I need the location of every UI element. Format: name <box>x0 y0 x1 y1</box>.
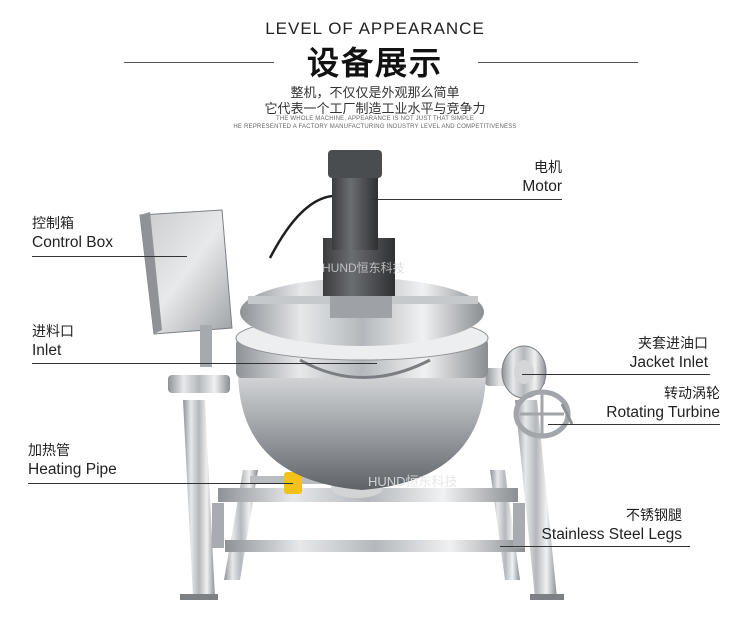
label-stainless-steel-legs-cn: 不锈钢腿 <box>626 508 682 524</box>
header-title-cn: 设备展示 <box>306 44 443 82</box>
label-stainless-steel-legs-en: Stainless Steel Legs <box>541 526 682 543</box>
label-rotating-turbine: 转动涡轮 Rotating Turbine <box>560 385 720 422</box>
label-control-box-cn: 控制箱 <box>32 216 74 232</box>
label-stainless-steel-legs: 不锈钢腿 Stainless Steel Legs <box>530 507 682 544</box>
label-rotating-turbine-cn: 转动涡轮 <box>664 386 720 402</box>
watermark-2: HUND恒东科技 <box>368 474 458 489</box>
label-motor: 电机 Motor <box>480 159 562 196</box>
header-right-rule <box>478 62 638 63</box>
label-inlet-cn: 进料口 <box>32 324 74 340</box>
leader-line-heating-pipe <box>28 483 293 484</box>
kettle-lid <box>240 278 484 346</box>
header-subtitle-en-2: HE REPRESENTED A FACTORY MANUFACTURING I… <box>233 124 517 130</box>
label-jacket-inlet-cn: 夹套进油口 <box>638 336 708 352</box>
leader-line-motor <box>372 199 562 200</box>
header-left-rule <box>124 62 274 63</box>
header-subtitle-cn-1: 整机，不仅仅是外观那么简单 <box>290 86 460 101</box>
label-rotating-turbine-en: Rotating Turbine <box>606 404 720 421</box>
label-heating-pipe: 加热管 Heating Pipe <box>28 442 117 479</box>
header-subtitle-cn-2: 它代表一个工厂制造工业水平与竞争力 <box>264 102 486 117</box>
label-inlet: 进料口 Inlet <box>32 323 74 360</box>
control-box <box>139 209 233 367</box>
label-heating-pipe-en: Heating Pipe <box>28 461 117 478</box>
header-title-en: LEVEL OF APPEARANCE <box>265 19 485 38</box>
label-control-box: 控制箱 Control Box <box>32 215 113 252</box>
leader-line-jacket-inlet <box>522 374 710 375</box>
rotating-turbine <box>513 389 574 439</box>
label-jacket-inlet: 夹套进油口 Jacket Inlet <box>560 335 708 372</box>
label-motor-cn: 电机 <box>534 160 562 176</box>
label-control-box-en: Control Box <box>32 234 113 251</box>
watermark-1: HUND恒东科技 <box>322 261 405 275</box>
leader-line-control-box <box>32 256 187 257</box>
motor <box>268 150 395 296</box>
label-inlet-en: Inlet <box>32 342 62 359</box>
leader-line-rotating-turbine <box>548 424 720 425</box>
label-jacket-inlet-en: Jacket Inlet <box>629 354 708 371</box>
leader-line-stainless-steel-legs <box>500 546 690 547</box>
leader-line-inlet <box>32 363 377 364</box>
label-heating-pipe-cn: 加热管 <box>28 443 70 459</box>
label-motor-en: Motor <box>522 178 562 195</box>
jacket-inlet <box>501 345 547 399</box>
header-subtitle-en-1: THE WHOLE MACHINE, APPEARANCE IS NOT JUS… <box>275 116 475 122</box>
stainless-steel-legs <box>180 400 564 600</box>
